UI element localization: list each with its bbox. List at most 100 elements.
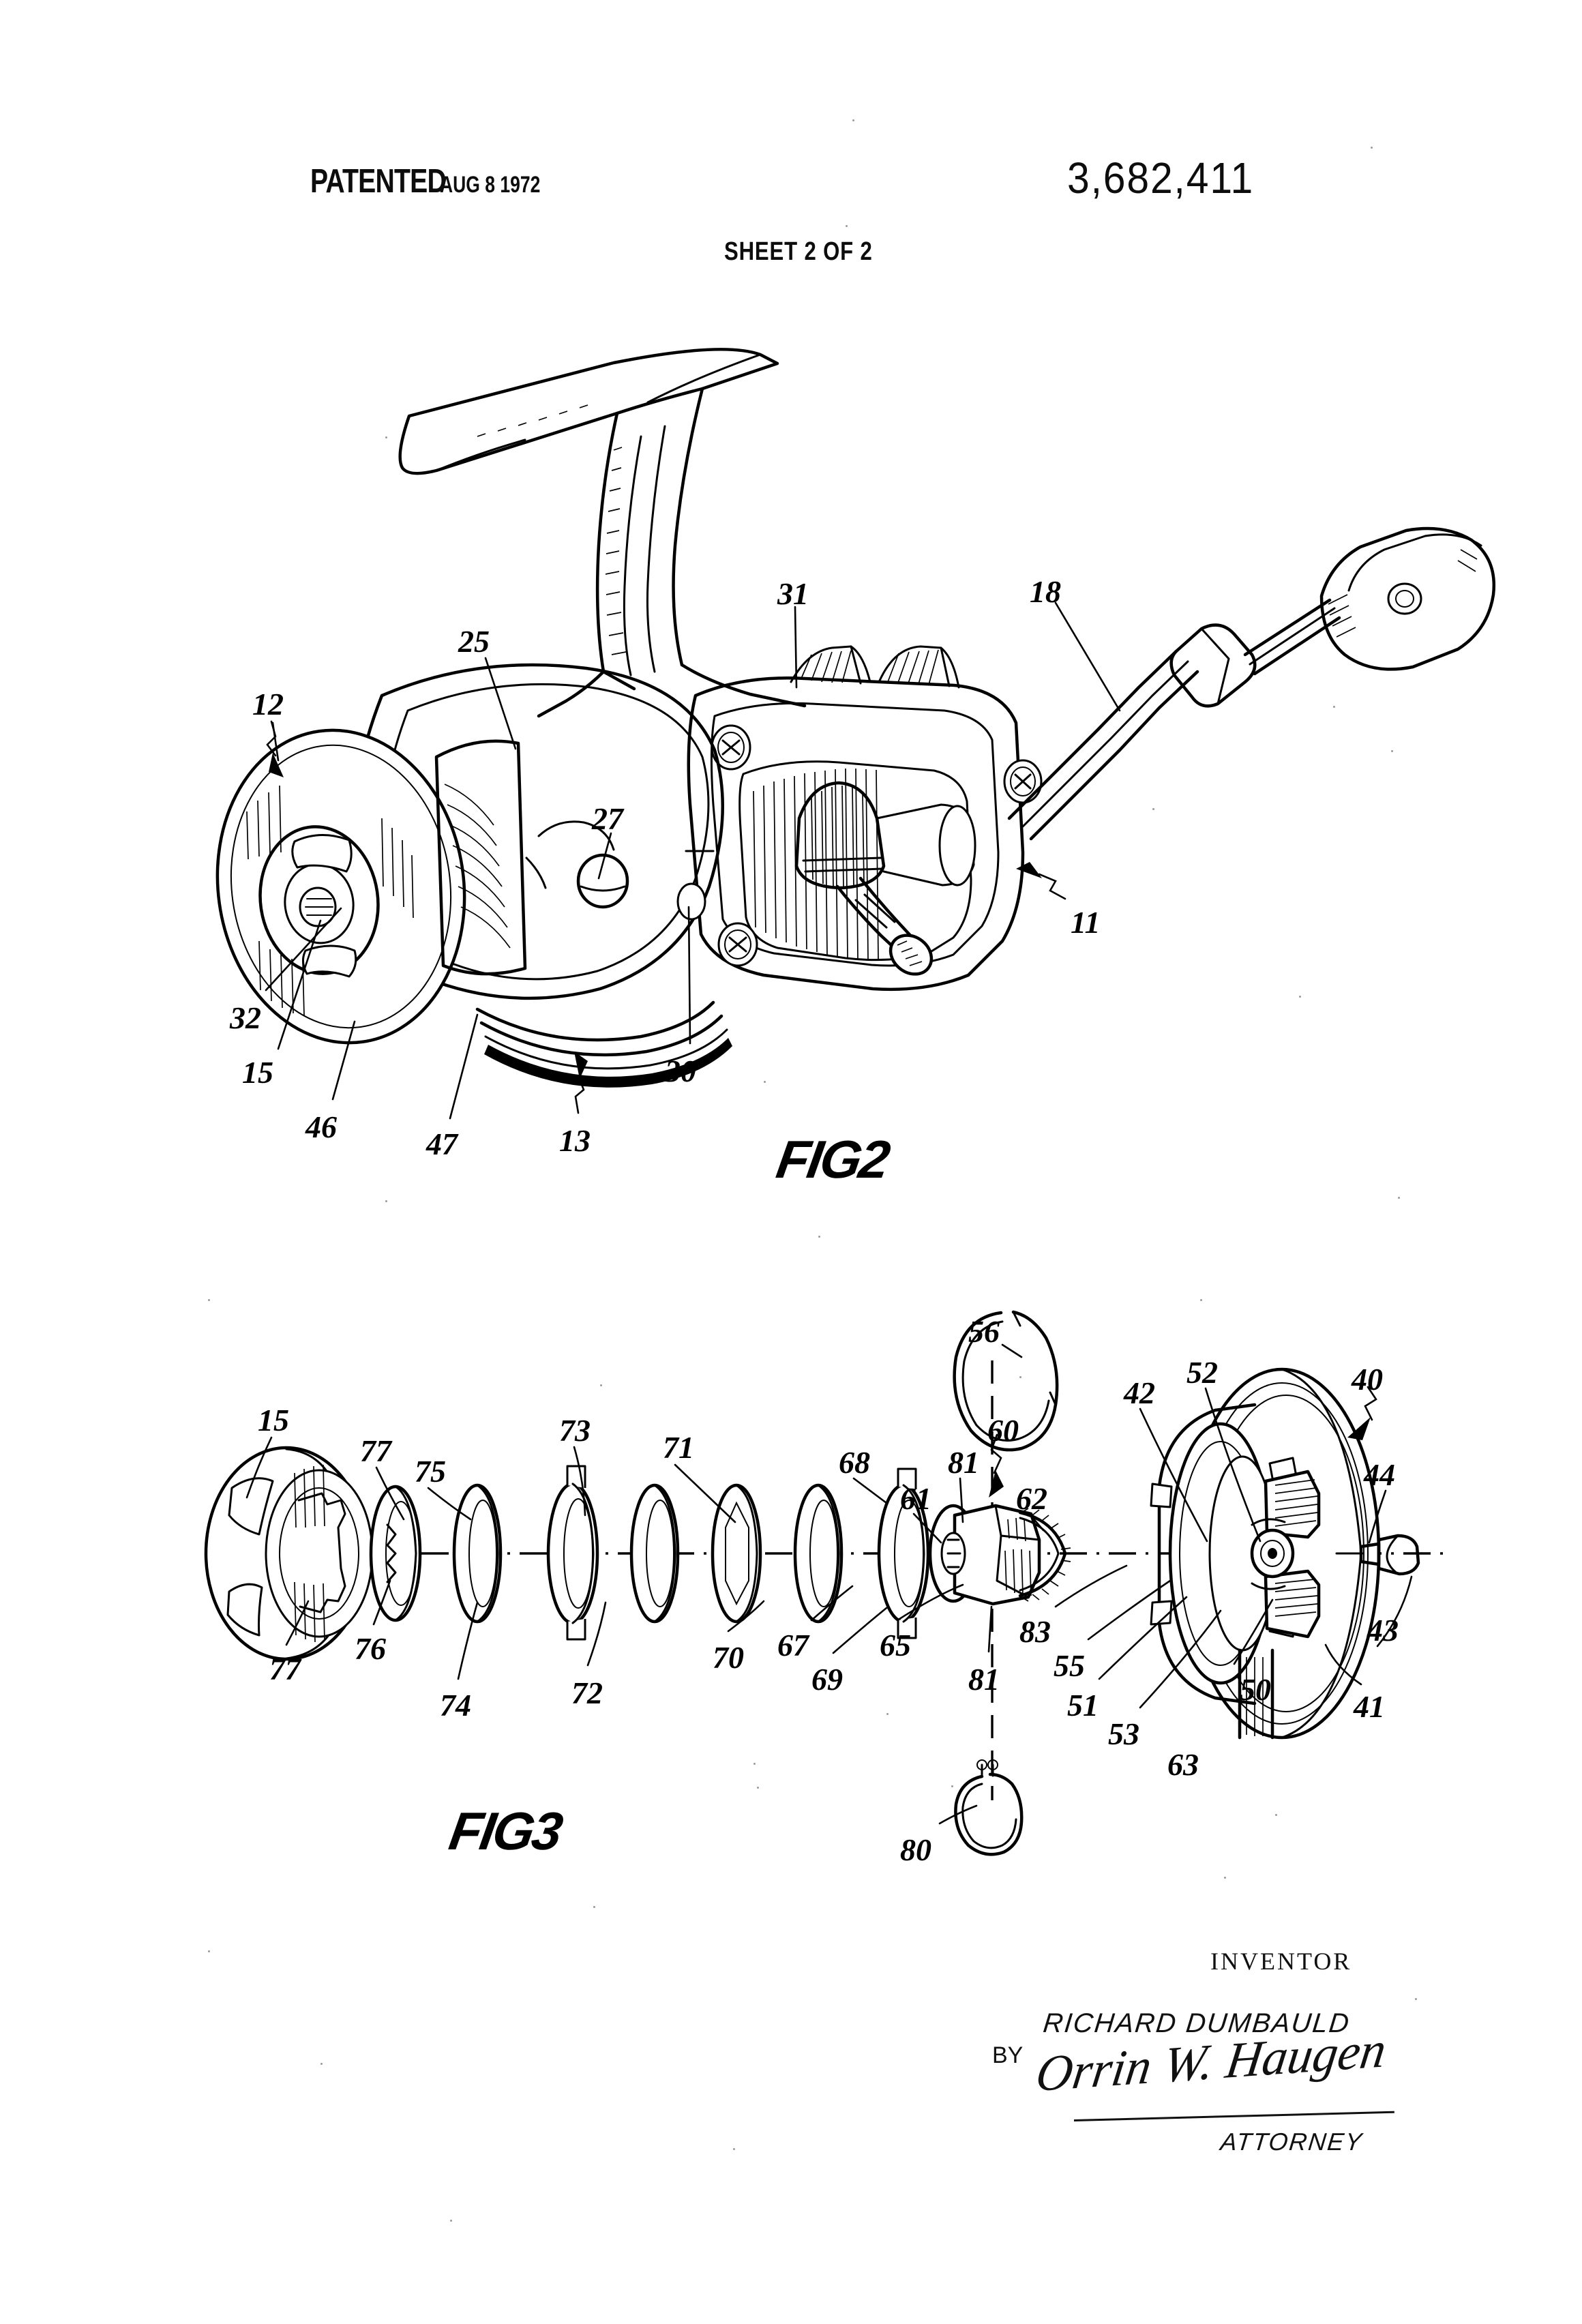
part-washer-75: [452, 1483, 503, 1624]
reference-numeral-68: 68: [839, 1445, 870, 1480]
scan-speck: [1019, 1376, 1021, 1378]
reference-numeral-65: 65: [880, 1628, 911, 1663]
spool-hub: [258, 825, 380, 978]
part-pinion-hub-61: [928, 1504, 1071, 1606]
reference-numeral-73: 73: [559, 1413, 591, 1448]
scan-speck: [846, 225, 848, 227]
reference-numeral-75: 75: [415, 1454, 446, 1489]
part-rotor-assembly-40: [1150, 1367, 1420, 1740]
rotor-inner-barrel: [1150, 1403, 1321, 1740]
anti-reverse-lever: [835, 876, 934, 976]
reference-numeral-13: 13: [559, 1123, 591, 1158]
scan-speck: [450, 2220, 452, 2222]
part-washer-77: [369, 1485, 422, 1622]
reference-numeral-52: 52: [1186, 1355, 1218, 1390]
reference-numeral-74: 74: [440, 1688, 471, 1723]
figure-2-arrow-13: [574, 1052, 588, 1114]
scan-speck: [1398, 1197, 1400, 1199]
reference-numeral-18: 18: [1030, 574, 1061, 609]
scan-speck: [1152, 808, 1154, 810]
scan-speck: [1224, 1877, 1226, 1879]
scan-speck: [1371, 147, 1373, 149]
reference-numeral-81: 81: [948, 1445, 979, 1480]
patent-number: 3,682,411: [1067, 153, 1255, 203]
reference-numeral-31: 31: [777, 576, 809, 611]
by-label: BY: [992, 2042, 1024, 2068]
scan-speck: [208, 1299, 210, 1301]
figure-3-arrow-60: [989, 1433, 1004, 1498]
reference-numeral-62: 62: [1016, 1481, 1047, 1516]
bail-arm-pivot: [525, 820, 629, 909]
attorney-label: ATTORNEY: [1219, 2128, 1364, 2156]
reference-numeral-44: 44: [1364, 1457, 1395, 1492]
scan-speck: [1275, 1814, 1277, 1816]
reference-numeral-55: 55: [1054, 1648, 1085, 1683]
reference-numeral-76: 76: [355, 1631, 386, 1666]
reference-numeral-27: 27: [592, 801, 623, 836]
reel-mount-foot: [398, 348, 807, 718]
scan-speck: [1200, 1299, 1202, 1301]
housing-screw: [711, 724, 751, 771]
reference-numeral-60: 60: [987, 1413, 1019, 1448]
reference-numeral-56: 56: [968, 1314, 1000, 1349]
figure-2-arrow-11: [1016, 862, 1066, 900]
scan-speck: [208, 1950, 210, 1952]
reference-numeral-77: 77: [269, 1652, 301, 1686]
scan-speck: [818, 1236, 820, 1238]
scan-speck: [1391, 750, 1393, 752]
inventor-label: INVENTOR: [1210, 1948, 1352, 1975]
part-washer-intermediate: [629, 1483, 680, 1624]
reference-numeral-12: 12: [252, 687, 284, 721]
reference-numeral-43: 43: [1367, 1613, 1399, 1648]
part-spool-cup-15: [204, 1446, 374, 1661]
scan-speck: [385, 1200, 387, 1202]
part-snap-ring-80: [954, 1759, 1024, 1856]
scan-speck: [764, 1081, 766, 1083]
scan-speck: [951, 1785, 953, 1787]
reference-numeral-69: 69: [811, 1662, 843, 1697]
scan-speck: [753, 1763, 756, 1765]
scan-speck: [1333, 706, 1335, 708]
reference-numeral-32: 32: [230, 1000, 261, 1035]
part-shaft-end-43: [1335, 1534, 1420, 1576]
part-snap-ring-56: [953, 1310, 1059, 1452]
scan-speck: [886, 1713, 889, 1715]
reference-numeral-77: 77: [360, 1433, 391, 1468]
part-washer-70: [793, 1483, 844, 1624]
reference-numeral-41: 41: [1354, 1689, 1385, 1724]
part-brake-washer-73: [546, 1465, 599, 1641]
reference-numeral-42: 42: [1124, 1375, 1155, 1410]
body-rear-detail: [676, 850, 715, 921]
scan-speck: [1415, 1998, 1417, 2000]
patented-label: PATENTED: [310, 163, 447, 200]
part-hex-washer-71: [711, 1483, 762, 1624]
scan-speck: [1299, 996, 1301, 998]
figure-2-label: FIG2: [773, 1129, 893, 1189]
scan-speck: [852, 119, 854, 121]
scan-speck: [320, 2063, 323, 2065]
figure-3-arrow-40: [1347, 1386, 1377, 1440]
reference-numeral-30: 30: [665, 1054, 696, 1088]
reference-numeral-63: 63: [1167, 1747, 1199, 1782]
scan-speck: [600, 1384, 602, 1386]
housing-screw: [717, 922, 758, 967]
reference-numeral-71: 71: [663, 1430, 694, 1465]
reference-numeral-15: 15: [242, 1055, 273, 1090]
patent-date: AUG 8 1972: [440, 172, 541, 198]
figure-3-leaders: [245, 1343, 1413, 1825]
reference-numeral-70: 70: [713, 1640, 744, 1675]
reference-numeral-83: 83: [1019, 1614, 1051, 1649]
reference-numeral-61: 61: [900, 1481, 931, 1516]
scan-speck: [385, 436, 387, 438]
reel-spool: [215, 663, 732, 1088]
reference-numeral-47: 47: [426, 1127, 458, 1161]
crank-handle: [1007, 526, 1496, 841]
reference-numeral-50: 50: [1240, 1672, 1271, 1707]
reference-numeral-53: 53: [1108, 1716, 1139, 1751]
scan-speck: [733, 2148, 735, 2150]
reference-numeral-72: 72: [571, 1675, 603, 1710]
reference-numeral-15: 15: [258, 1403, 289, 1437]
